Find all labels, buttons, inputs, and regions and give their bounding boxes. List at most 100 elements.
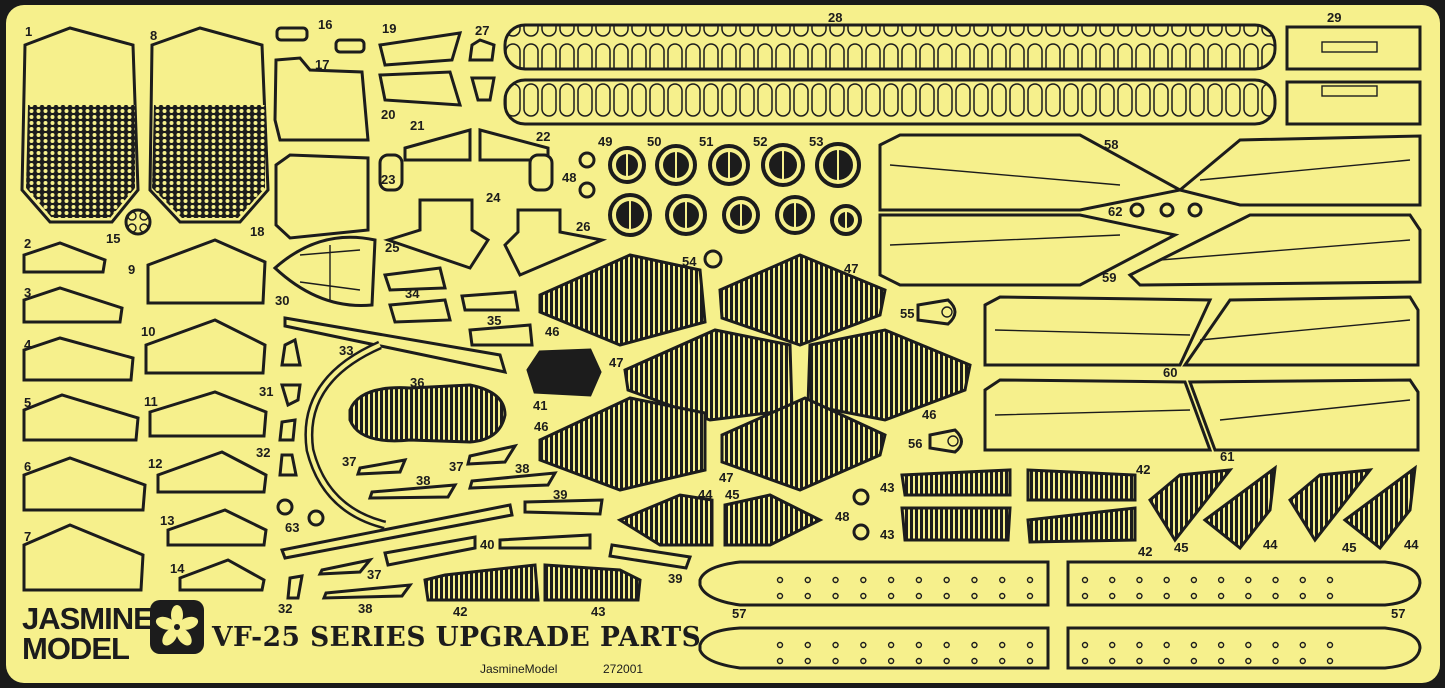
part-number-label: 47 bbox=[719, 470, 733, 485]
rail-hole bbox=[1245, 592, 1252, 600]
part-number-label: 46 bbox=[545, 324, 559, 339]
part-number-label: 48 bbox=[562, 170, 576, 185]
rail-hole bbox=[1136, 641, 1143, 649]
part-number-label: 3 bbox=[24, 285, 31, 300]
part-48b bbox=[578, 181, 596, 199]
rail-hole bbox=[1163, 641, 1170, 649]
part-number-label: 54 bbox=[682, 254, 697, 269]
rail-hole bbox=[1136, 592, 1143, 600]
part-number-label: 51 bbox=[699, 134, 713, 149]
part-number-label: 52 bbox=[753, 134, 767, 149]
part-number-label: 1 bbox=[25, 24, 32, 39]
rail-hole bbox=[915, 641, 923, 649]
rail-hole bbox=[999, 641, 1006, 649]
part-number-label: 7 bbox=[24, 529, 31, 544]
rail-hole bbox=[776, 576, 784, 584]
rail-hole bbox=[943, 592, 950, 600]
part-57 bbox=[698, 560, 1422, 670]
part-number-label: 37 bbox=[449, 459, 463, 474]
part-30 bbox=[272, 235, 377, 308]
rail-hole bbox=[860, 592, 867, 600]
part-number-label: 38 bbox=[416, 473, 430, 488]
part-number-label: 47 bbox=[844, 261, 858, 276]
rail-hole bbox=[1245, 576, 1252, 584]
part-number-label: 24 bbox=[486, 190, 501, 205]
part-number-label: 62 bbox=[1108, 204, 1122, 219]
part-number-label: 45 bbox=[1174, 540, 1188, 555]
grilles-42-45 bbox=[616, 464, 1417, 551]
rail-hole bbox=[943, 641, 950, 649]
part-29 bbox=[1285, 25, 1422, 126]
rail-hole bbox=[1272, 657, 1279, 665]
part-number-label: 50 bbox=[647, 134, 661, 149]
diamond-grilles bbox=[526, 253, 972, 492]
jasmine-flower-logo bbox=[150, 600, 204, 654]
part-number-label: 21 bbox=[410, 118, 424, 133]
rail-hole bbox=[804, 592, 811, 600]
rail-hole bbox=[1109, 657, 1116, 665]
part-number-label: 26 bbox=[576, 219, 590, 234]
part-number-label: 9 bbox=[128, 262, 135, 277]
rail-hole bbox=[1217, 592, 1225, 600]
part-number-label: 16 bbox=[318, 17, 332, 32]
part-number-label: 58 bbox=[1104, 137, 1118, 152]
part-number-label: 38 bbox=[515, 461, 529, 476]
part-33 bbox=[279, 316, 514, 560]
part-number-label: 37 bbox=[367, 567, 381, 582]
part-number-label: 22 bbox=[536, 129, 550, 144]
part-number-label: 44 bbox=[698, 487, 713, 502]
rail-hole bbox=[1163, 657, 1170, 665]
rail-hole bbox=[776, 592, 784, 600]
grille-parts-42-43-bottom bbox=[423, 563, 642, 602]
part-number-label: 39 bbox=[668, 571, 682, 586]
part-number-label: 12 bbox=[148, 456, 162, 471]
rail-hole bbox=[1272, 592, 1279, 600]
part-number-label: 47 bbox=[609, 355, 623, 370]
rail-hole bbox=[776, 657, 784, 665]
part-number-label: 5 bbox=[24, 395, 31, 410]
parts-31-32 bbox=[276, 337, 325, 600]
maker-name: JasmineModel bbox=[480, 662, 558, 676]
brand-logo-line2: MODEL bbox=[22, 631, 130, 666]
part-28 bbox=[503, 23, 1277, 126]
part-number-label: 60 bbox=[1163, 365, 1177, 380]
rail-hole bbox=[860, 641, 867, 649]
rail-hole bbox=[1272, 576, 1279, 584]
parts-55-56 bbox=[916, 298, 963, 454]
rail-hole bbox=[1026, 657, 1034, 665]
part-number-label: 39 bbox=[553, 487, 567, 502]
parts-21-26 bbox=[378, 128, 608, 277]
part-number-label: 57 bbox=[732, 606, 746, 621]
part-number-label: 34 bbox=[405, 286, 420, 301]
part-number-label: 46 bbox=[922, 407, 936, 422]
rail-hole bbox=[1109, 592, 1116, 600]
part-8 bbox=[148, 26, 270, 224]
part-number-label: 29 bbox=[1327, 10, 1341, 25]
part-number-label: 44 bbox=[1404, 537, 1419, 552]
part-number-label: 42 bbox=[1138, 544, 1152, 559]
rail-hole bbox=[1326, 657, 1334, 665]
sheet-title: VF-25 SERIES UPGRADE PARTS bbox=[211, 622, 702, 653]
part-number-label: 32 bbox=[256, 445, 270, 460]
rail-hole bbox=[1299, 592, 1306, 600]
rail-hole bbox=[1026, 576, 1034, 584]
rail-hole bbox=[887, 657, 895, 665]
rail-hole bbox=[832, 657, 839, 665]
part-54 bbox=[703, 249, 723, 269]
part-number-label: 37 bbox=[342, 454, 356, 469]
part-48a bbox=[578, 151, 596, 169]
rail-hole bbox=[1217, 576, 1225, 584]
part-number-label: 18 bbox=[250, 224, 264, 239]
part-number-label: 40 bbox=[480, 537, 494, 552]
rail-hole bbox=[943, 657, 950, 665]
rail-hole bbox=[1190, 641, 1198, 649]
brand-logo-line1: JASMINE bbox=[22, 601, 154, 636]
rail-hole bbox=[1026, 592, 1034, 600]
part-number-label: 17 bbox=[315, 57, 329, 72]
part-number-label: 55 bbox=[900, 306, 914, 321]
panels-58-61 bbox=[878, 133, 1422, 452]
rail-hole bbox=[999, 576, 1006, 584]
rail-hole bbox=[1299, 657, 1306, 665]
